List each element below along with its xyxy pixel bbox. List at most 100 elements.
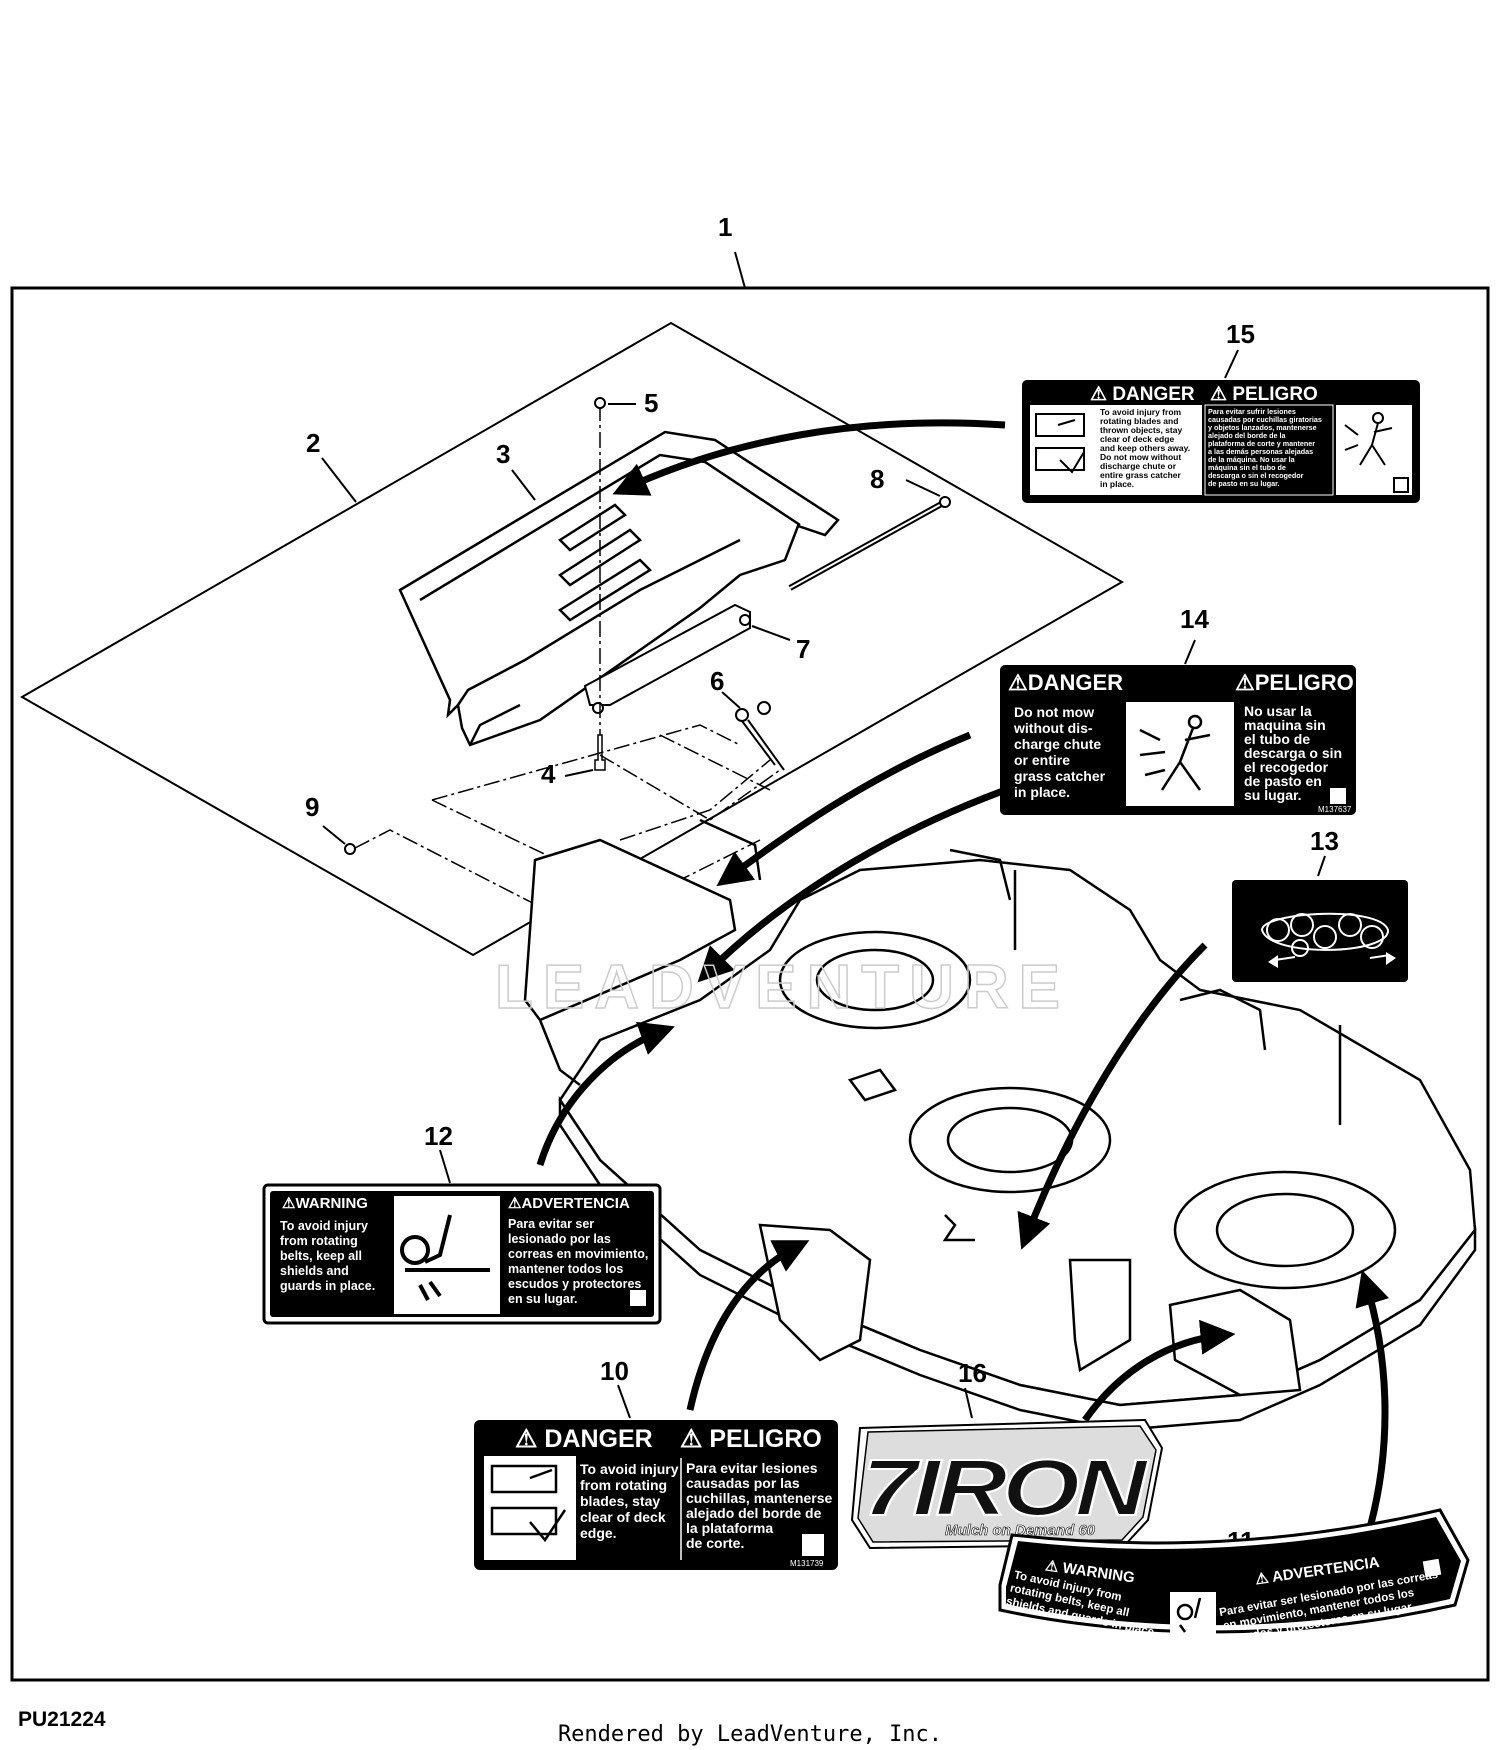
hinge-rod: [788, 496, 951, 591]
svg-text:descarga o sin el recogedor: descarga o sin el recogedor: [1208, 471, 1304, 480]
svg-text:alejado del borde de: alejado del borde de: [686, 1505, 822, 1521]
svg-text:without dis-: without dis-: [1013, 720, 1093, 736]
svg-text:a las demás personas alejadas: a las demás personas alejadas: [1208, 447, 1313, 456]
svg-text:⚠PELIGRO: ⚠PELIGRO: [1235, 670, 1354, 695]
svg-text:cuchillas, mantenerse: cuchillas, mantenerse: [686, 1490, 833, 1506]
svg-text:el recogedor: el recogedor: [1244, 759, 1329, 775]
callout-12: 12: [424, 1121, 453, 1151]
svg-text:causadas por cuchillas girator: causadas por cuchillas giratorias: [1208, 415, 1322, 424]
svg-text:or entire: or entire: [1014, 752, 1070, 768]
callout-3: 3: [496, 439, 510, 469]
svg-text:correas en movimiento,: correas en movimiento,: [508, 1247, 648, 1261]
callout-7: 7: [796, 634, 810, 664]
spring-6: [735, 701, 785, 771]
decal-13: [1232, 880, 1408, 982]
leader-6: [721, 691, 741, 709]
svg-text:Para evitar sufrir lesiones: Para evitar sufrir lesiones: [1208, 407, 1296, 416]
subassembly-panel: [19, 321, 1125, 957]
leader-13: [1317, 855, 1326, 877]
svg-text:M131739: M131739: [790, 1559, 824, 1568]
svg-text:belts, keep all: belts, keep all: [280, 1249, 362, 1263]
assembly-frame: [10, 286, 1490, 1682]
leader-9: [322, 825, 346, 845]
svg-text:máquina sin el tubo de: máquina sin el tubo de: [1208, 463, 1286, 472]
svg-text:from rotating: from rotating: [280, 1234, 358, 1248]
callout-10: 10: [600, 1356, 629, 1386]
svg-text:⚠DANGER: ⚠DANGER: [1008, 670, 1123, 695]
leader-7: [751, 625, 791, 641]
svg-text:and keep others away.: and keep others away.: [1100, 443, 1190, 453]
svg-text:grass catcher: grass catcher: [1014, 768, 1106, 784]
decal-15: ⚠ DANGER ⚠ PELIGRO To avoid injury from …: [1022, 380, 1420, 503]
callout-8: 8: [870, 464, 884, 494]
svg-text:descarga o sin: descarga o sin: [1244, 745, 1342, 761]
decal-16: 7IRON Mulch on Demand 60: [850, 1418, 1164, 1550]
svg-text:discharge chute or: discharge chute or: [1100, 461, 1177, 471]
svg-text:mantener todos los: mantener todos los: [508, 1262, 623, 1276]
svg-text:alejado del borde de la: alejado del borde de la: [1208, 431, 1286, 440]
leader-12: [439, 1149, 451, 1184]
svg-text:en su lugar.: en su lugar.: [508, 1292, 577, 1306]
callout-4: 4: [541, 759, 556, 789]
svg-text:blades, stay: blades, stay: [580, 1493, 660, 1509]
svg-text:de pasto en: de pasto en: [1244, 773, 1322, 789]
pin-9: [344, 843, 356, 855]
leader-16: [964, 1387, 973, 1419]
svg-text:su lugar.: su lugar.: [1244, 787, 1302, 803]
nut-5: [594, 397, 606, 409]
chute-cover: [398, 430, 840, 747]
leader-15: [1224, 349, 1239, 379]
callout-9: 9: [305, 792, 319, 822]
watermark: LEADVENTURE: [495, 953, 1070, 1022]
callout-14: 14: [1180, 604, 1209, 634]
callout-16: 16: [958, 1358, 987, 1388]
figure-code: PU21224: [18, 1708, 106, 1731]
svg-text:shields and: shields and: [280, 1264, 349, 1278]
svg-text:plataforma de corte y mantener: plataforma de corte y mantener: [1208, 439, 1315, 448]
logo-7iron: 7IRON: [862, 1443, 1150, 1532]
svg-text:de la máquina. No usar la: de la máquina. No usar la: [1208, 455, 1296, 464]
logo-subtitle: Mulch on Demand 60: [945, 1522, 1096, 1539]
svg-text:escudos y protectores: escudos y protectores: [508, 1277, 641, 1291]
svg-text:⚠ADVERTENCIA: ⚠ADVERTENCIA: [508, 1195, 630, 1212]
svg-text:Para evitar ser: Para evitar ser: [508, 1217, 594, 1231]
svg-text:lesionado por las: lesionado por las: [508, 1232, 611, 1246]
svg-text:el tubo de: el tubo de: [1244, 731, 1310, 747]
svg-text:M137637: M137637: [1318, 805, 1352, 814]
svg-text:⚠ PELIGRO: ⚠ PELIGRO: [680, 1425, 822, 1453]
svg-text:guards in place.: guards in place.: [280, 1279, 375, 1293]
svg-text:To avoid injury: To avoid injury: [280, 1219, 368, 1233]
svg-text:thrown objects, stay: thrown objects, stay: [1100, 425, 1182, 435]
callout-13: 13: [1310, 826, 1339, 856]
svg-text:⚠ DANGER: ⚠ DANGER: [1090, 384, 1195, 405]
render-credit: Rendered by LeadVenture, Inc.: [557, 1722, 943, 1747]
svg-text:y objetos lanzados, mantenerse: y objetos lanzados, mantenerse: [1208, 423, 1317, 432]
svg-text:Para evitar lesiones: Para evitar lesiones: [686, 1460, 818, 1476]
leader-4: [564, 769, 594, 777]
leader-10: [617, 1384, 631, 1419]
svg-text:maquina sin: maquina sin: [1244, 717, 1326, 733]
leader-3: [511, 469, 536, 501]
callout-6: 6: [710, 666, 724, 696]
svg-text:clear of deck: clear of deck: [580, 1509, 666, 1525]
svg-text:⚠WARNING: ⚠WARNING: [282, 1195, 368, 1212]
svg-text:causadas por las: causadas por las: [686, 1475, 800, 1491]
callout-5: 5: [644, 388, 658, 418]
svg-text:Do not mow without: Do not mow without: [1100, 452, 1181, 462]
svg-text:No usar la: No usar la: [1244, 703, 1312, 719]
svg-text:To avoid injury from: To avoid injury from: [1100, 407, 1182, 417]
leader-1: [734, 251, 746, 289]
leader-2: [321, 457, 357, 503]
decal-10: ⚠ DANGER ⚠ PELIGRO To avoid injury from …: [474, 1420, 838, 1570]
svg-text:edge.: edge.: [580, 1525, 617, 1541]
svg-text:entire grass catcher: entire grass catcher: [1100, 470, 1181, 480]
svg-text:⚠ DANGER: ⚠ DANGER: [515, 1425, 653, 1453]
svg-text:charge chute: charge chute: [1014, 736, 1101, 752]
svg-text:de pasto en su lugar.: de pasto en su lugar.: [1208, 479, 1280, 488]
svg-text:Do not mow: Do not mow: [1014, 704, 1094, 720]
svg-text:in place.: in place.: [1100, 479, 1134, 489]
decal-14: ⚠DANGER ⚠PELIGRO Do not mow without dis-…: [1000, 665, 1356, 815]
svg-text:⚠ PELIGRO: ⚠ PELIGRO: [1210, 384, 1318, 405]
svg-text:To avoid injury: To avoid injury: [580, 1461, 679, 1477]
svg-text:de corte.: de corte.: [686, 1535, 744, 1551]
